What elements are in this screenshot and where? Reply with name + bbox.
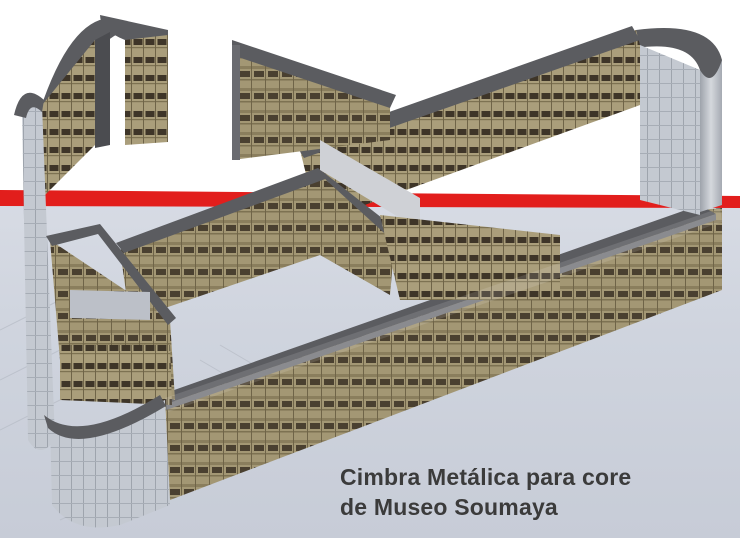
caption-line-1: Cimbra Metálica para core <box>340 464 632 490</box>
caption-line-2: de Museo Soumaya <box>340 494 558 520</box>
caption: Cimbra Metálica para core de Museo Souma… <box>340 462 730 522</box>
